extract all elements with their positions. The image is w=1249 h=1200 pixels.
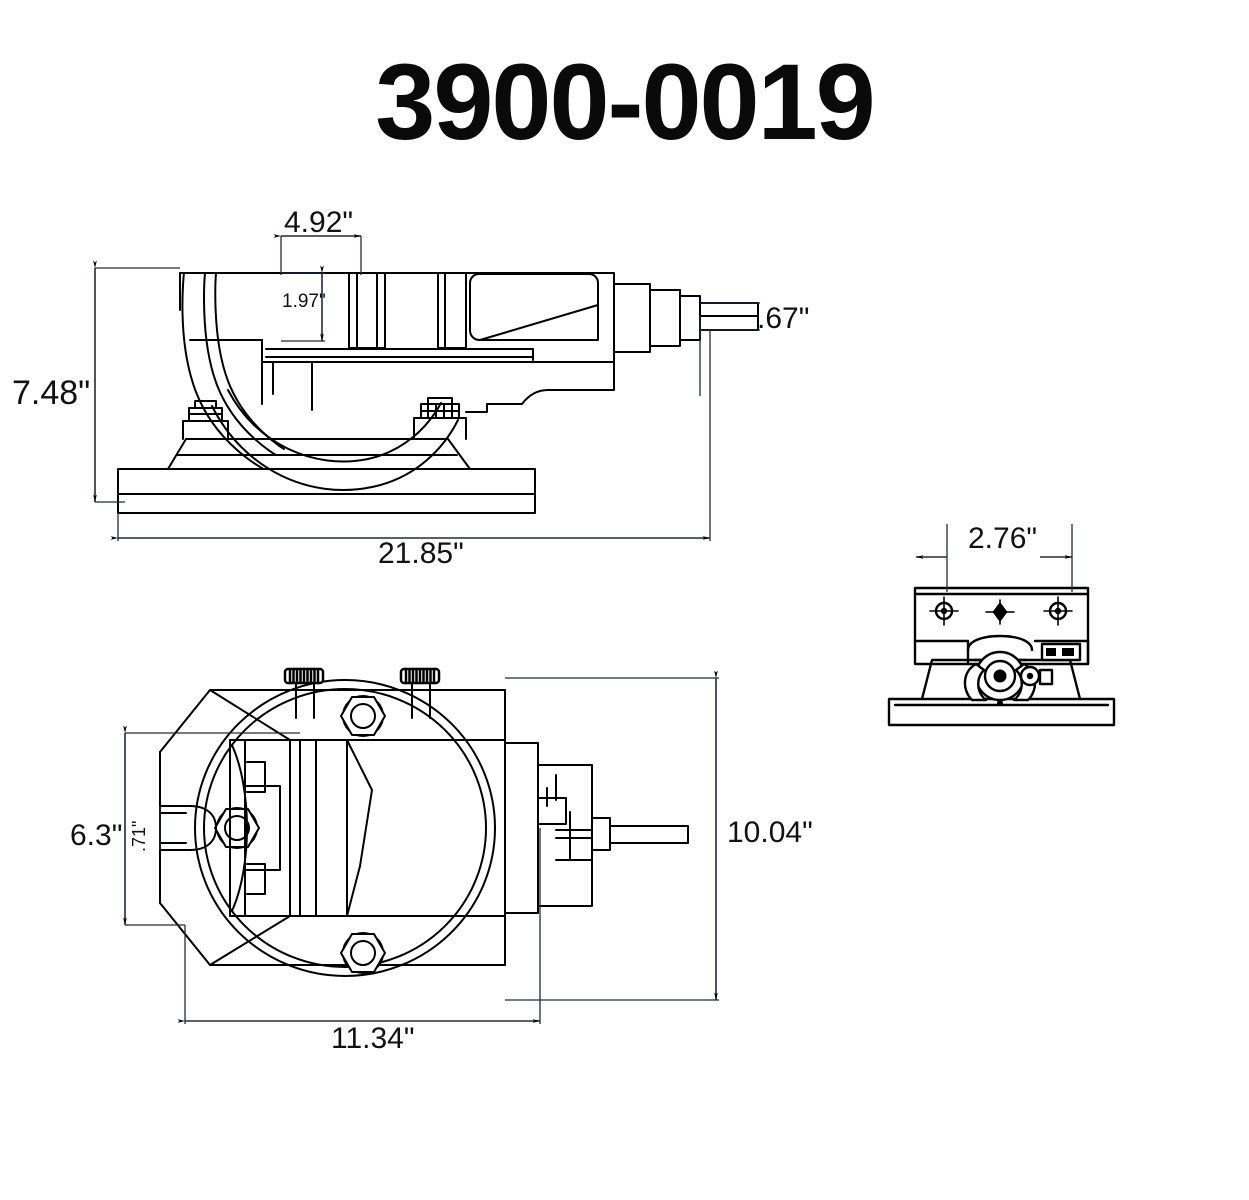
screw-housing-plan	[504, 742, 689, 914]
swivel-base-pedestal	[167, 438, 471, 470]
side-elevation-dimensions	[93, 234, 760, 541]
dim-label-shaft-diameter: .67"	[757, 302, 809, 335]
dim-jaw-width	[273, 234, 362, 275]
hex-nut-top	[340, 695, 386, 737]
moving-jaw-block	[348, 272, 467, 349]
dim-label-base-width: 6.3"	[70, 819, 122, 852]
swivel-base-outline	[159, 689, 506, 966]
dim-label-jaw-height: 1.97"	[282, 291, 326, 312]
hex-nut-bottom	[340, 932, 386, 974]
dim-shaft-diameter	[699, 302, 760, 396]
dim-label-overall-length: 21.85"	[378, 537, 464, 570]
base-plate-profile	[117, 468, 536, 514]
dim-overall-height	[93, 260, 180, 503]
end-view-mount-hole-left	[929, 596, 959, 626]
dim-label-base-length: 11.34"	[331, 1022, 415, 1055]
lead-screw-shaft	[613, 283, 759, 353]
side-elevation-view	[117, 272, 759, 514]
dim-label-slot-width: .71"	[129, 821, 149, 852]
dim-base-length	[177, 828, 541, 1024]
hex-nut-left	[214, 807, 260, 849]
dim-label-jaw-width: 4.92"	[284, 206, 353, 239]
end-view-swivel-hub	[963, 634, 1054, 706]
base-slot-left	[159, 805, 217, 851]
lock-knob-right[interactable]	[399, 667, 441, 685]
dim-jaw-opening	[916, 524, 1073, 592]
vise-body-plan	[289, 739, 506, 917]
plan-view	[159, 667, 689, 977]
dim-jaw-height	[281, 265, 325, 342]
base-tie-lines	[209, 689, 506, 966]
end-view-center-screw	[985, 599, 1015, 625]
dim-overall-length	[110, 330, 711, 541]
base-bolt-left	[182, 400, 229, 440]
dim-base-width	[123, 725, 300, 926]
swivel-arc	[181, 272, 459, 491]
dim-label-overall-width: 10.04"	[727, 816, 813, 849]
page-title: 3900-0019	[375, 41, 875, 162]
end-view	[887, 586, 1116, 727]
end-view-name-plate	[1040, 642, 1082, 662]
end-view-mount-hole-right	[1043, 596, 1073, 626]
dim-label-jaw-opening: 2.76"	[968, 522, 1037, 555]
swivel-circle	[194, 679, 496, 977]
end-view-body	[913, 586, 1090, 666]
dim-label-overall-height: 7.48"	[12, 374, 90, 412]
end-view-dimensions	[916, 524, 1073, 592]
dim-overall-width	[505, 670, 719, 1001]
lock-knob-left[interactable]	[283, 667, 325, 685]
vise-slide-taper	[465, 273, 615, 413]
plan-view-dimensions	[123, 670, 719, 1024]
